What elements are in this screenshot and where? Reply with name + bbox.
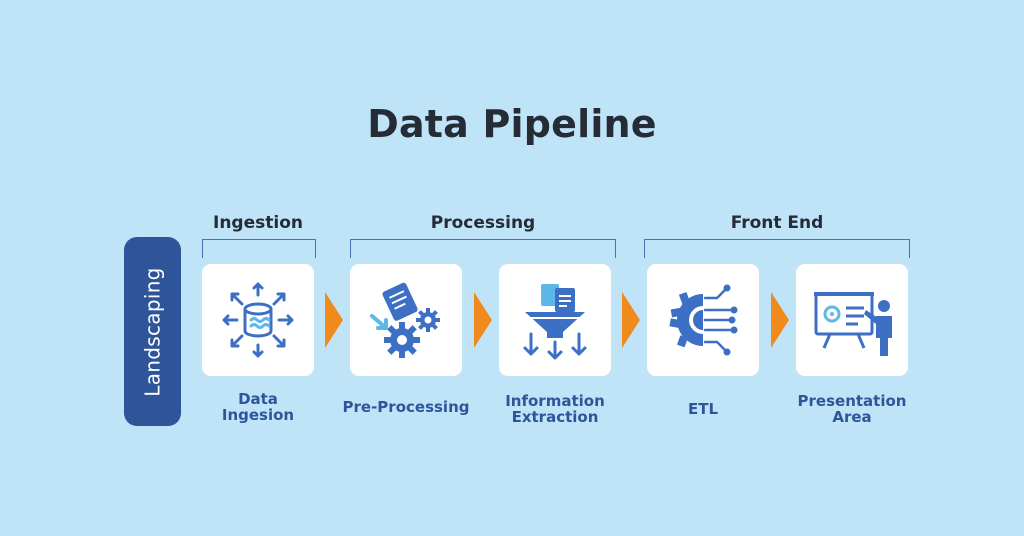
step-card-pre-processing [350, 264, 462, 376]
bracket-ingestion [202, 239, 316, 258]
flow-arrow-1 [325, 292, 343, 348]
gear-circuit-icon [669, 284, 738, 356]
page-title: Data Pipeline [367, 102, 657, 146]
step-label-line: Area [832, 408, 872, 426]
step-label-data-ingestion: Data Ingesion [178, 391, 338, 423]
step-card-data-ingestion [202, 264, 314, 376]
presenter-board-icon [814, 292, 892, 356]
step-label-pre-processing: Pre-Processing [326, 399, 486, 415]
step-label-line: Information [505, 392, 605, 410]
group-label-ingestion: Ingestion [213, 213, 303, 233]
step-card-presentation-area [796, 264, 908, 376]
step-label-etl: ETL [623, 401, 783, 417]
step-label-line: ETL [687, 400, 719, 418]
group-label-front-end: Front End [730, 213, 824, 233]
step-label-information-extraction: Information Extraction [475, 393, 635, 425]
landscaping-label: Landscaping [140, 266, 165, 397]
step-label-line: Extraction [511, 408, 599, 426]
flow-arrow-2 [474, 292, 492, 348]
step-card-information-extraction [499, 264, 611, 376]
group-label-processing: Processing [430, 213, 536, 233]
step-label-line: Ingesion [221, 406, 295, 424]
bracket-processing [350, 239, 616, 258]
funnel-documents-icon [523, 284, 587, 360]
step-card-etl [647, 264, 759, 376]
step-label-line: Pre-Processing [342, 398, 470, 416]
flow-arrow-4 [771, 292, 789, 348]
step-label-presentation-area: Presentation Area [772, 393, 932, 425]
step-label-line: Presentation [797, 392, 907, 410]
database-expand-icon [222, 282, 294, 358]
document-gears-icon [370, 282, 440, 358]
step-label-line: Data [238, 390, 278, 408]
bracket-front-end [644, 239, 910, 258]
flow-arrow-3 [622, 292, 640, 348]
landscaping-pill: Landscaping [124, 237, 181, 426]
